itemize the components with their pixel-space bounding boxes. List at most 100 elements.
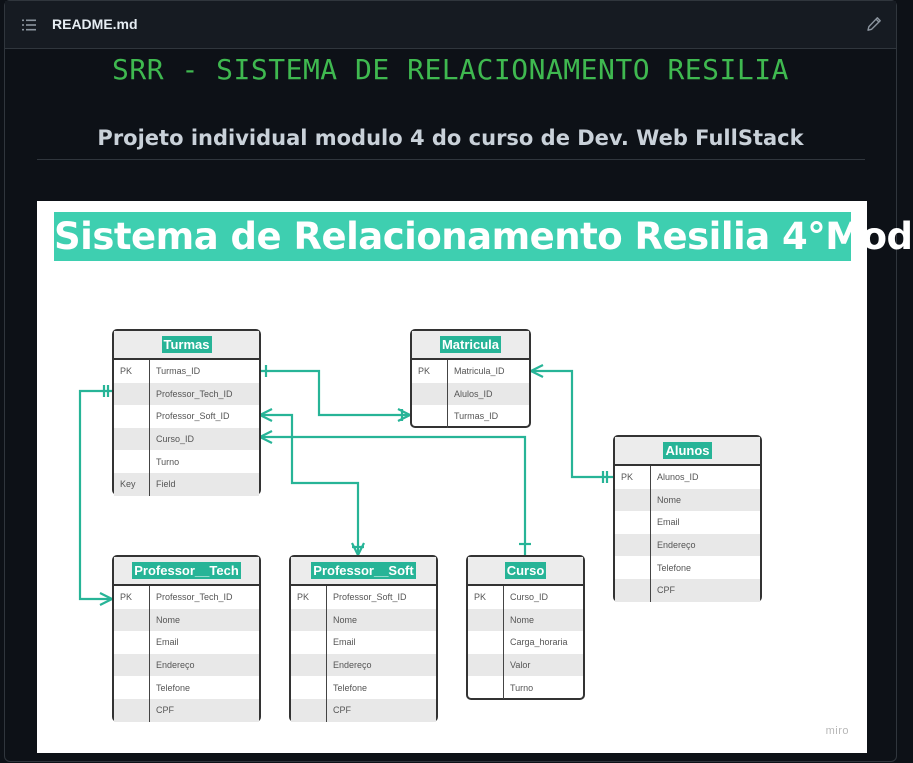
table-row: Carga_horaria xyxy=(468,631,583,654)
field-cell: Telefone xyxy=(657,562,692,573)
table-title: Professor__Tech xyxy=(132,562,241,579)
field-cell: CPF xyxy=(156,705,174,716)
field-cell: Alulos_ID xyxy=(454,388,493,399)
table-title: Alunos xyxy=(663,442,712,459)
field-cell: Professor_Soft_ID xyxy=(333,592,407,603)
table-row: Email xyxy=(615,511,760,534)
table-title: Matricula xyxy=(439,336,502,353)
table-row: PK Curso_ID xyxy=(468,586,583,609)
table-row: Telefone xyxy=(615,556,760,579)
key-cell xyxy=(114,608,150,632)
readme-panel: README.md SRR - SISTEMA DE RELACIONAMENT… xyxy=(4,0,913,762)
table-row: Valor xyxy=(468,653,583,677)
table-row: Key Field xyxy=(114,472,259,496)
table-row: Nome xyxy=(114,608,259,632)
field-cell: Telefone xyxy=(156,682,191,693)
key-cell: PK xyxy=(114,586,150,609)
field-cell: Telefone xyxy=(333,682,368,693)
file-name: README.md xyxy=(52,16,138,32)
table-row: Endereço xyxy=(291,653,436,677)
table-row: Telefone xyxy=(291,676,436,699)
field-cell: Alunos_ID xyxy=(657,472,699,483)
table-row: Endereço xyxy=(615,533,760,557)
field-cell: Professor_Tech_ID xyxy=(156,388,233,399)
key-cell xyxy=(114,427,150,451)
pencil-edit-icon[interactable] xyxy=(866,16,882,32)
field-cell: Nome xyxy=(510,614,535,625)
key-cell xyxy=(291,653,327,677)
table-row: Nome xyxy=(468,608,583,632)
outline-list-icon[interactable] xyxy=(21,17,37,33)
table-row: PK Professor_Tech_ID xyxy=(114,586,259,609)
miro-watermark: miro xyxy=(825,725,849,737)
table-matricula: Matricula PK Matricula_ID Alulos_ID Turma… xyxy=(410,329,531,428)
field-cell: Matricula_ID xyxy=(454,366,505,377)
key-cell: PK xyxy=(468,586,504,609)
field-cell: Endereço xyxy=(333,660,372,671)
table-row: Endereço xyxy=(114,653,259,677)
table-row: Turno xyxy=(468,676,583,699)
field-cell: Field xyxy=(156,479,176,490)
heading-divider xyxy=(37,159,865,160)
field-cell: Curso_ID xyxy=(156,434,195,445)
table-title: Professor__Soft xyxy=(311,562,416,579)
field-cell: Endereço xyxy=(156,660,195,671)
field-cell: Email xyxy=(333,637,356,648)
key-cell xyxy=(291,631,327,654)
field-cell: Nome xyxy=(156,614,181,625)
table-row: Email xyxy=(114,631,259,654)
table-row: Telefone xyxy=(114,676,259,699)
key-cell xyxy=(468,676,504,699)
table-row: Email xyxy=(291,631,436,654)
readme-title: SRR - SISTEMA DE RELACIONAMENTO RESILIA xyxy=(112,53,789,86)
field-cell: Curso_ID xyxy=(510,592,549,603)
field-cell: Turmas_ID xyxy=(454,411,499,422)
key-cell xyxy=(615,578,651,602)
key-cell xyxy=(291,676,327,699)
key-cell xyxy=(114,382,150,406)
field-cell: Nome xyxy=(333,614,358,625)
key-cell xyxy=(615,533,651,557)
field-cell: Turno xyxy=(510,682,534,693)
field-cell: Valor xyxy=(510,660,531,671)
table-row: PK Alunos_ID xyxy=(615,466,760,489)
table-row: Turmas_ID xyxy=(412,405,529,428)
field-cell: CPF xyxy=(657,585,675,596)
table-alunos: Alunos PK Alunos_ID Nome Email Endereço T… xyxy=(613,435,762,602)
key-cell xyxy=(291,698,327,722)
table-row: PK Matricula_ID xyxy=(412,360,529,383)
key-cell xyxy=(615,511,651,534)
key-cell: PK xyxy=(412,360,448,383)
key-cell xyxy=(291,608,327,632)
key-cell xyxy=(412,405,448,428)
table-row: Curso_ID xyxy=(114,427,259,451)
field-cell: Turno xyxy=(156,456,180,467)
key-cell: PK xyxy=(615,466,651,489)
table-row: Nome xyxy=(615,488,760,512)
table-row: Nome xyxy=(291,608,436,632)
field-cell: Email xyxy=(657,517,680,528)
table-row: CPF xyxy=(291,698,436,722)
table-row: Alulos_ID xyxy=(412,382,529,406)
field-cell: Professor_Tech_ID xyxy=(156,592,233,603)
key-cell xyxy=(114,405,150,428)
key-cell xyxy=(468,631,504,654)
field-cell: Endereço xyxy=(657,540,696,551)
key-cell xyxy=(114,698,150,722)
field-cell: Carga_horaria xyxy=(510,637,568,648)
table-title: Turmas xyxy=(161,336,212,353)
key-cell xyxy=(412,382,448,406)
key-cell xyxy=(114,653,150,677)
key-cell: Key xyxy=(114,472,150,496)
table-title: Curso xyxy=(504,562,547,579)
table-row: Professor_Soft_ID xyxy=(114,405,259,428)
field-cell: Nome xyxy=(657,494,682,505)
table-row: CPF xyxy=(615,578,760,602)
key-cell xyxy=(114,631,150,654)
key-cell xyxy=(615,556,651,579)
key-cell xyxy=(468,653,504,677)
